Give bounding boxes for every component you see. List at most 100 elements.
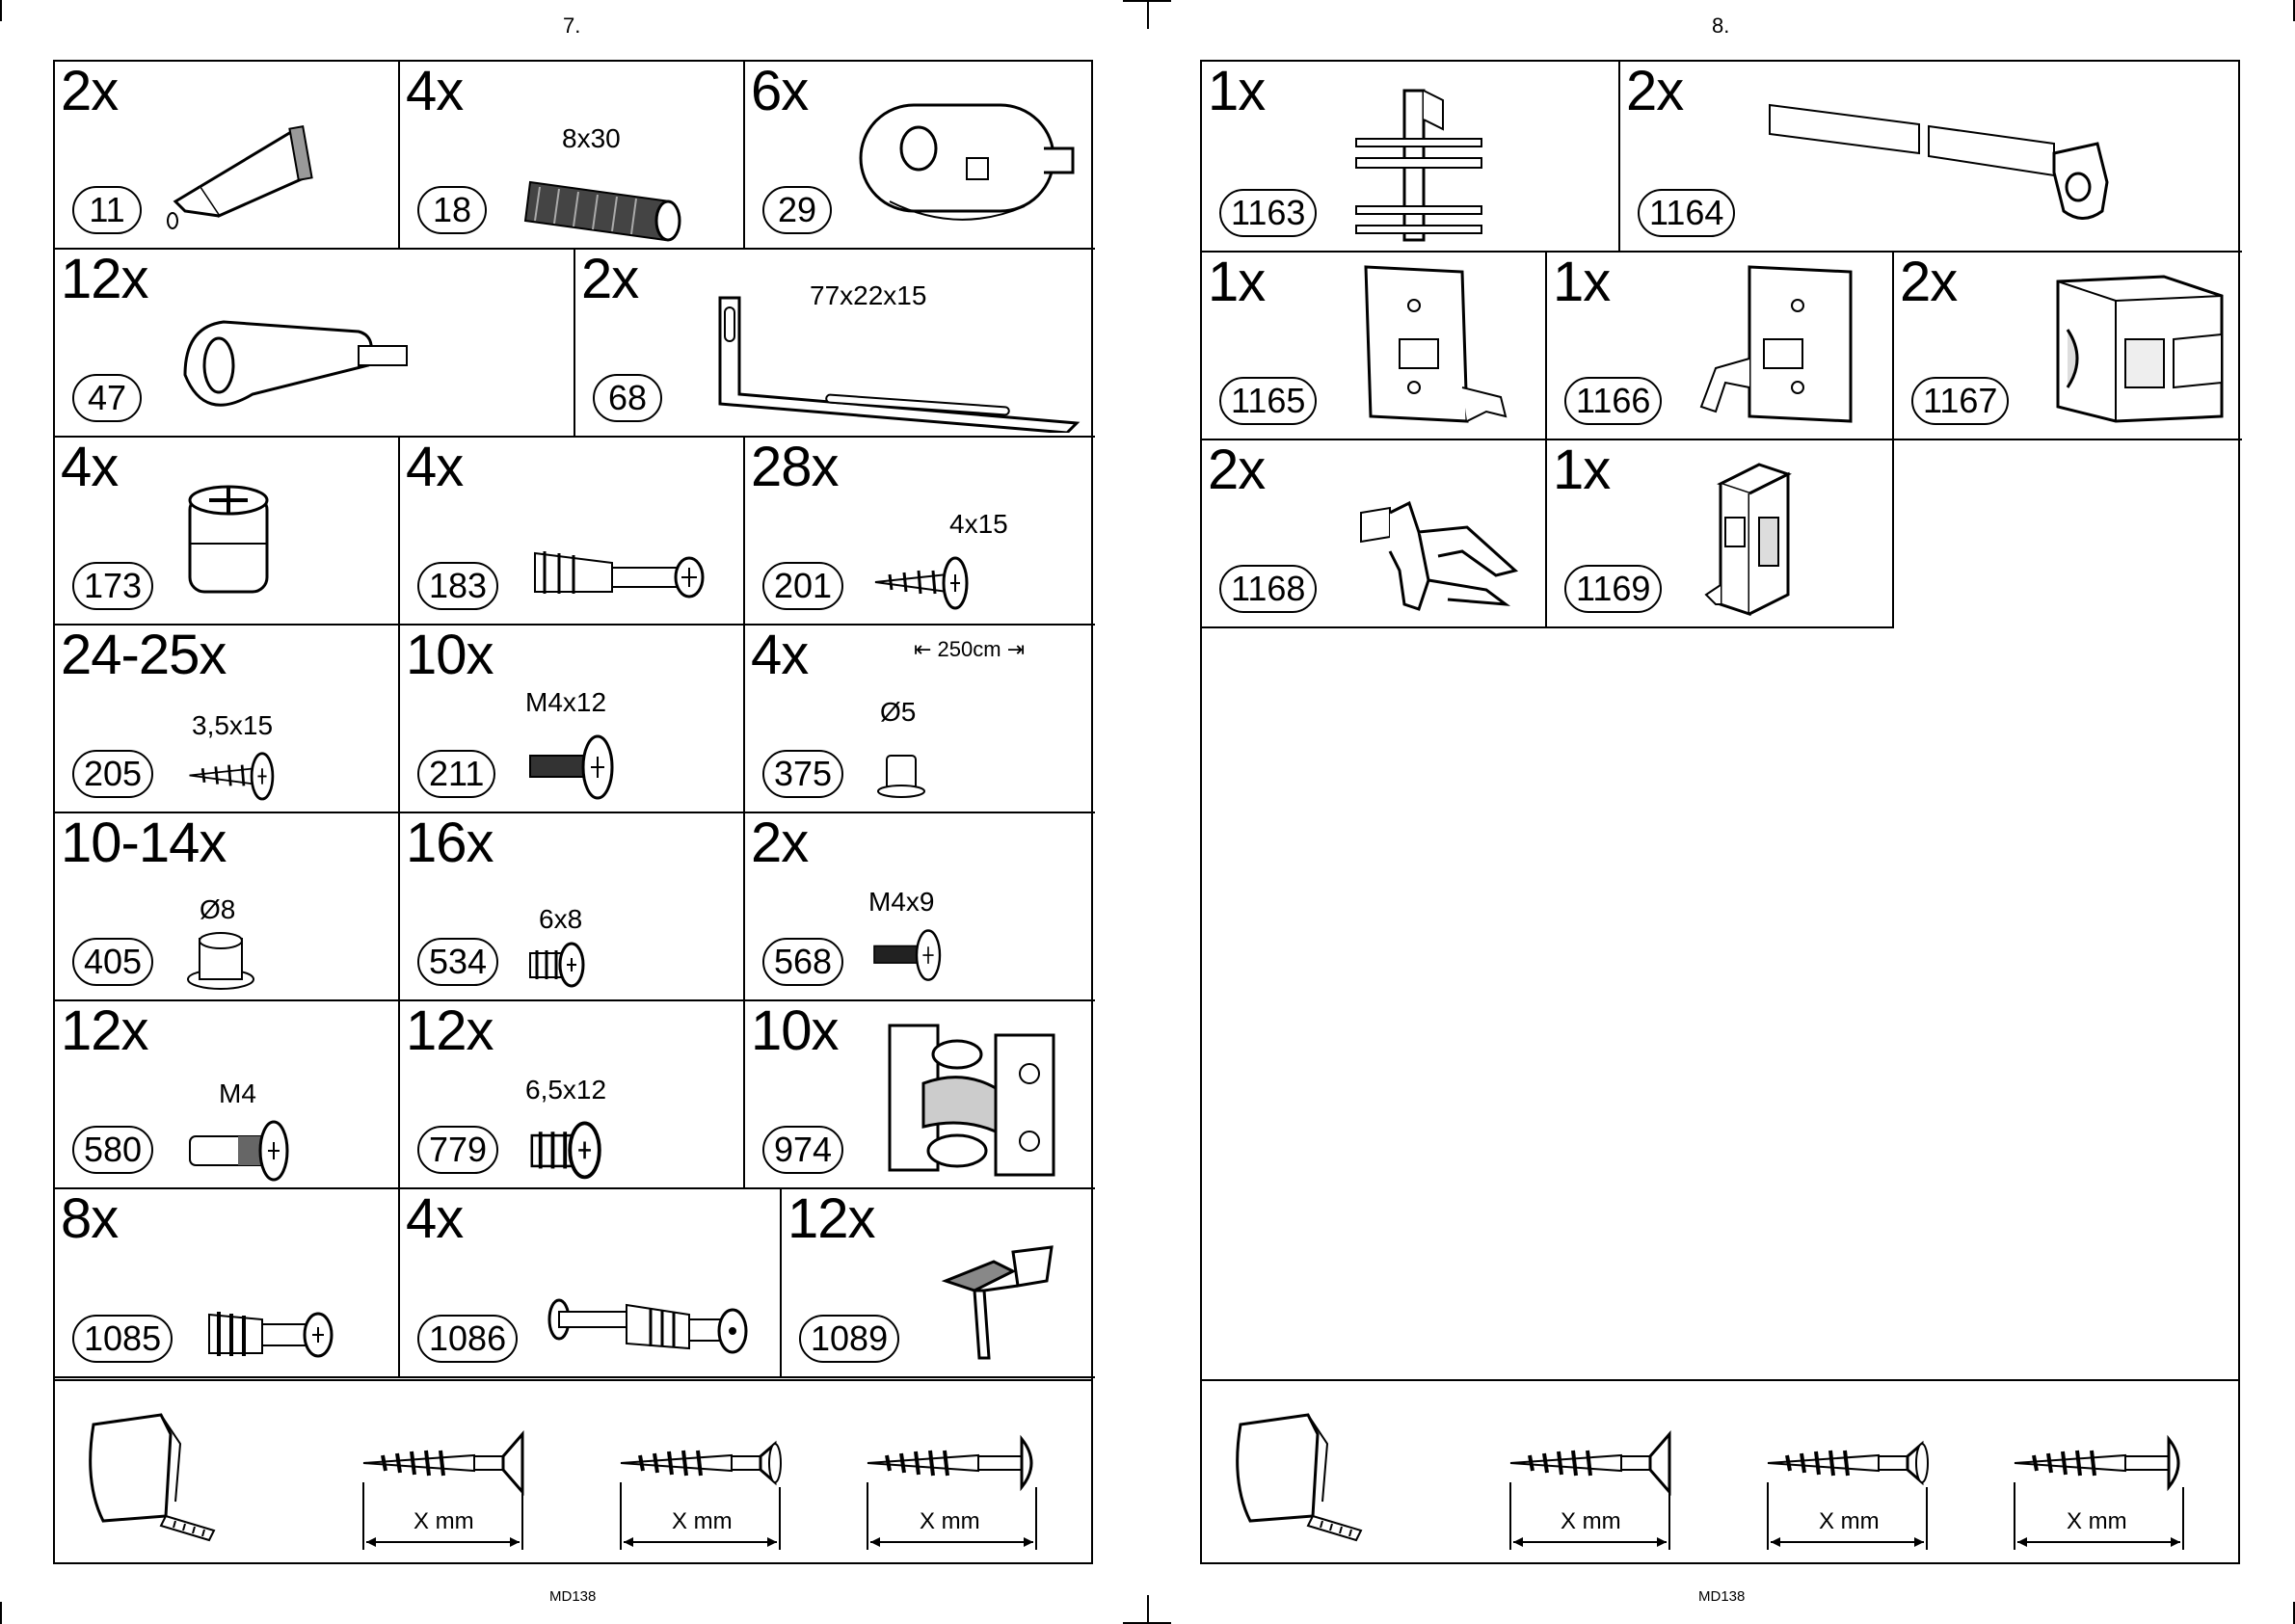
part-number: 183 (417, 562, 499, 610)
page-number-right: 8. (1712, 13, 1730, 38)
part-cell-1086: 4x 1086 (400, 1189, 782, 1378)
part-number: 1085 (72, 1315, 173, 1363)
part-number: 779 (417, 1126, 499, 1174)
part-spec: M4 (219, 1078, 256, 1108)
quantity: 10-14x (61, 813, 227, 874)
quantity: 1x (1208, 253, 1266, 313)
part-cell-405: 10-14x Ø8 405 (55, 813, 400, 1001)
wood-screw-raised-icon (1763, 1424, 1932, 1550)
machine-screw-icon (870, 919, 947, 992)
part-cell-1164: 2x 1164 (1620, 62, 2242, 253)
part-cell-205: 24-25x 3,5x15 205 (55, 626, 400, 813)
part-number: 205 (72, 750, 154, 798)
wooden-dowel-icon (511, 168, 694, 245)
part-cell-1085: 8x 1085 (55, 1189, 400, 1378)
quantity: 2x (751, 813, 809, 874)
part-number: 173 (72, 562, 154, 610)
screw-icon (185, 749, 281, 802)
quantity: 4x (61, 438, 119, 498)
crop-mark (0, 1602, 2, 1624)
plastic-bushing-icon (185, 929, 257, 992)
quantity: 10x (406, 626, 494, 686)
part-cell-1166: 1x 1166 (1547, 253, 1894, 440)
part-number: 1089 (799, 1315, 900, 1363)
machine-screw-icon (525, 732, 622, 804)
part-cell-974: 10x 974 (745, 1001, 1095, 1189)
part-number: 29 (762, 186, 832, 234)
part-number: 68 (593, 374, 662, 422)
part-number: 18 (417, 186, 487, 234)
quantity: 16x (406, 813, 494, 874)
screw-icon (870, 553, 976, 611)
part-number: 211 (417, 750, 496, 798)
crop-mark (1123, 1622, 1171, 1624)
part-cell-47: 12x 47 (55, 250, 575, 438)
quantity: 6x (751, 62, 809, 122)
wood-screw-pan-head-icon (2010, 1424, 2188, 1550)
part-cell-1163: 1x 1163 (1202, 62, 1620, 253)
part-cell-173: 4x 173 (55, 438, 400, 626)
quantity: 1x (1208, 62, 1266, 122)
measure-label: X mm (1561, 1508, 1621, 1534)
part-cell-1167: 2x 1167 (1894, 253, 2242, 440)
quantity: 2x (1900, 253, 1958, 313)
part-spec: M4x12 (525, 687, 607, 717)
crop-mark (1147, 1595, 1149, 1624)
part-number: 1168 (1219, 565, 1318, 613)
part-cell-1089: 12x 1089 (782, 1189, 1095, 1378)
part-cell-211: 10x M4x12 211 (400, 626, 745, 813)
quantity: 4x (406, 1189, 464, 1250)
part-cell-11: 2x 11 (55, 62, 400, 250)
quantity: 1x (1553, 253, 1611, 313)
part-spec: M4x9 (868, 887, 935, 917)
connector-bolt-icon (545, 1291, 757, 1363)
page-number-left: 7. (563, 13, 581, 38)
quantity: 1x (1553, 440, 1611, 501)
euro-screw-icon (525, 939, 593, 992)
parts-table-left: 2x 11 4x 8x30 18 6x 29 12x 47 2x 77x22x1… (53, 60, 1095, 1564)
cam-bolt-icon (525, 534, 718, 611)
measuring-gauge-icon (1231, 1405, 1366, 1545)
lever-fitting-icon (166, 307, 474, 433)
part-cell-1168: 2x 1168 (1202, 440, 1547, 628)
bracket-clip-icon (1701, 460, 1807, 619)
part-cell-201: 28x 4x15 201 (745, 438, 1095, 626)
part-number: 201 (762, 562, 844, 610)
part-number: 1169 (1564, 565, 1663, 613)
part-number: 1164 (1638, 189, 1736, 237)
part-number: 534 (417, 938, 499, 986)
quantity: 12x (61, 250, 149, 310)
rail-bar-icon (1765, 100, 2131, 245)
oval-connector-icon (851, 91, 1082, 235)
part-cell-68: 2x 77x22x15 68 (575, 250, 1095, 438)
quantity: 8x (61, 1189, 119, 1250)
measurement-guide-right: X mm X mm X mm (1202, 1379, 2238, 1562)
crop-mark (0, 0, 2, 21)
part-spec: 8x30 (562, 123, 621, 153)
measure-label: X mm (920, 1508, 980, 1534)
part-number: 47 (72, 374, 142, 422)
quantity: 12x (406, 1001, 494, 1062)
crop-mark (2293, 1602, 2295, 1624)
quantity: 2x (1208, 440, 1266, 501)
part-spec: 6x8 (539, 904, 583, 934)
measure-label: X mm (672, 1508, 733, 1534)
crop-mark (2293, 0, 2295, 21)
wood-screw-raised-icon (616, 1424, 785, 1550)
part-cell-18: 4x 8x30 18 (400, 62, 745, 250)
quantity: 4x (751, 626, 809, 686)
part-spec: 6,5x12 (525, 1075, 607, 1105)
part-cell-1169: 1x 1169 (1547, 440, 1894, 628)
part-cell-29: 6x 29 (745, 62, 1095, 250)
length-indicator: ⇤ 250cm ⇥ (914, 637, 1026, 661)
sleeve-nut-icon (185, 1117, 291, 1185)
part-spec: 77x22x15 (810, 280, 927, 310)
wood-screw-pan-head-icon (863, 1424, 1041, 1550)
quantity: 12x (787, 1189, 876, 1250)
length-label: 250cm (937, 637, 1001, 661)
hinge-icon (880, 1016, 1073, 1185)
mounting-plate-icon (1356, 262, 1520, 431)
part-spec: 3,5x15 (192, 710, 274, 740)
footer-code-left: MD138 (549, 1588, 597, 1605)
crop-mark (1147, 0, 1149, 29)
